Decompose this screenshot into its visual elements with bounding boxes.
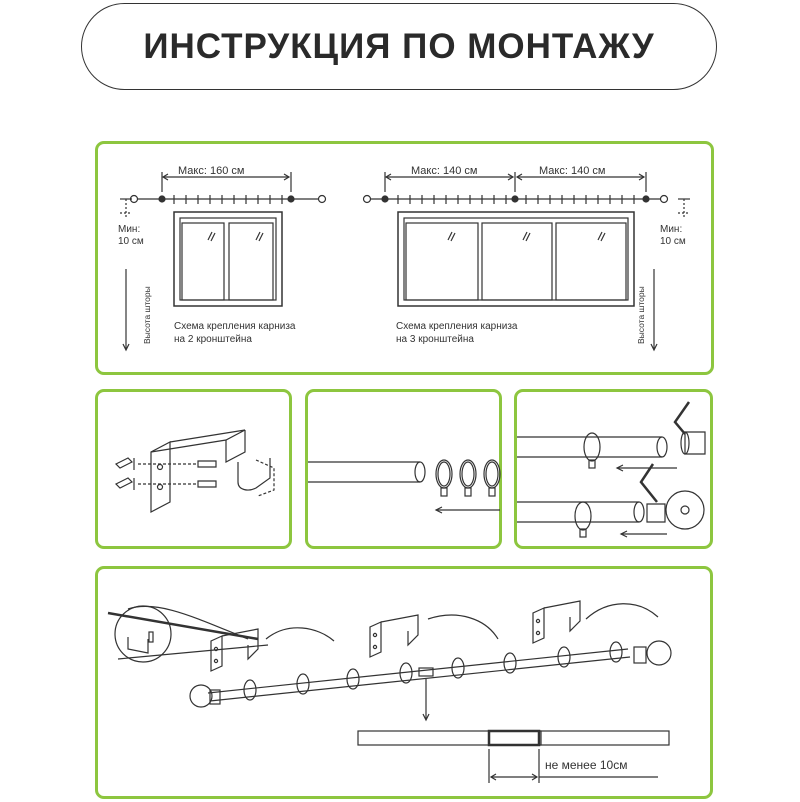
bracket-middle-icon [369,614,419,658]
title-pill: ИНСТРУКЦИЯ ПО МОНТАЖУ [81,3,717,90]
right-max-label-left: Макс: 140 см [411,165,477,177]
panel-rings-on-rod [305,389,502,549]
dowel-top-icon [114,457,134,469]
bracket-plate-icon [150,441,171,513]
left-rings [173,195,283,204]
rings-on-rod-diagram [308,459,501,514]
screw-top-icon [197,460,217,468]
right-caption-2: на 3 кронштейна [396,334,474,345]
right-caption-1: Схема крепления карниза [396,321,518,332]
hex-key-icon-bottom [639,463,658,503]
panel-end-caps [514,389,713,549]
panel-mounting-schemes: Макс: 160 см Мин: 10 см Высота шторы Схе… [95,141,714,375]
curved-arrow-2 [427,614,499,640]
rod-ball-right-icon [646,640,672,666]
curved-arrow-1 [265,627,335,642]
left-rod-end-right [317,194,327,204]
dowel-bottom-icon [114,477,134,489]
bracket-left-icon [210,628,259,672]
mounting-schemes-diagram: Макс: 160 см Мин: 10 см Высота шторы Схе… [118,165,690,352]
left-min-label-1: Мин: [118,224,140,235]
rod-ball-left-icon [189,684,213,708]
right-bracket-2 [511,195,519,203]
left-max-label: Макс: 160 см [178,165,244,177]
end-cap-plain-icon [684,431,706,455]
left-bracket-2 [287,195,295,203]
panel-assembly: не менее 10см [95,566,713,799]
overlap-rod-inner [487,729,541,747]
page-title: ИНСТРУКЦИЯ ПО МОНТАЖУ [143,26,655,66]
right-min-label-1: Мин: [660,224,682,235]
right-rings [397,195,635,204]
overlap-rod-outer [357,730,542,746]
bracket-right-icon [532,600,581,644]
end-cap-ball-base-icon [646,503,666,523]
right-max-label-right: Макс: 140 см [539,165,605,177]
right-height-label: Высота шторы [636,286,646,344]
panel-bracket-mounting [95,389,292,549]
rod-bottom [209,656,631,702]
left-caption-1: Схема крепления карниза [174,321,296,332]
left-caption-2: на 2 кронштейна [174,334,252,345]
zoom-detail-icon [114,605,172,663]
assembly-rings [243,641,623,701]
right-rod-end-right [659,194,669,204]
right-min-label-2: 10 см [660,236,686,247]
bracket-mounting-diagram [114,429,275,513]
ring-icon-bottom [574,501,592,531]
right-bracket-1 [381,195,389,203]
hex-key-icon-top [673,401,691,435]
left-height-label: Высота шторы [142,286,152,344]
right-window-frame [397,211,635,307]
right-bracket-3 [642,195,650,203]
end-cap-ball-icon [665,490,705,530]
rod-connector-icon [418,667,434,677]
curved-arrow-3 [585,603,659,620]
overlap-distance-label: не менее 10см [545,758,627,772]
assembly-diagram: не менее 10см [107,600,672,783]
left-window-frame [173,211,283,307]
ring-icon-top [583,432,601,462]
rod-end-icon [414,461,426,483]
end-caps-diagram [517,401,706,538]
rod-top [207,648,629,694]
left-bracket-1 [158,195,166,203]
right-rod-end-left [362,194,372,204]
left-min-label-2: 10 см [118,236,144,247]
screw-bottom-icon [197,480,217,488]
